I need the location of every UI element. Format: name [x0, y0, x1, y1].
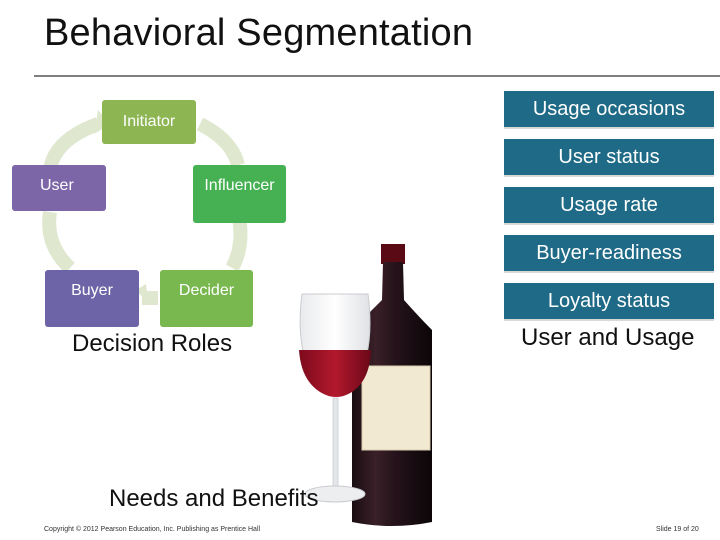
user-usage-caption: User and Usage	[521, 324, 694, 352]
usage-bar-user-status: User status	[504, 139, 714, 175]
usage-bar-occasions: Usage occasions	[504, 91, 714, 127]
footer-copyright: Copyright © 2012 Pearson Education, Inc.…	[44, 526, 260, 533]
wine-bottle	[352, 244, 432, 526]
usage-bar-buyer-readiness: Buyer-readiness	[504, 235, 714, 271]
usage-bar-loyalty: Loyalty status	[504, 283, 714, 319]
needs-benefits-caption: Needs and Benefits	[109, 485, 318, 513]
footer-slide-number: Slide 19 of 20	[656, 526, 699, 533]
usage-bar-rate: Usage rate	[504, 187, 714, 223]
